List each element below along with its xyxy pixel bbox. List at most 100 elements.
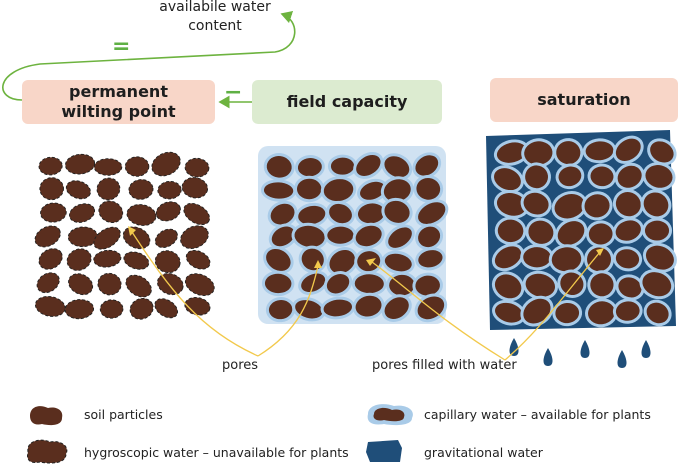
soil-particle (554, 194, 585, 219)
soil-particle (157, 180, 182, 200)
soil-particle (66, 248, 92, 271)
soil-particle (523, 298, 551, 324)
soil-particle (128, 179, 154, 200)
soil-particle (294, 225, 325, 248)
soil-particle (264, 273, 292, 294)
soil-particle (93, 226, 121, 250)
soil-particle (354, 274, 384, 294)
legend-capillary-water: capillary water – available for plants (424, 407, 651, 422)
soil-particle (558, 166, 582, 187)
legend-soil-particles: soil particles (84, 407, 163, 422)
soil-particle (157, 273, 184, 296)
pores-filled-pointer-line (504, 251, 601, 361)
field-capacity-box: field capacity (252, 80, 442, 124)
soil-particle (615, 138, 641, 161)
soil-particle (355, 295, 382, 317)
soil-particle (416, 178, 441, 200)
soil-particle (555, 302, 580, 324)
soil-particle (181, 177, 209, 199)
soil-particle (323, 299, 353, 317)
soil-particle (93, 249, 122, 268)
soil-particle (643, 192, 669, 217)
soil-particle (615, 249, 640, 269)
soil-particle (296, 178, 322, 200)
soil-particle (125, 274, 152, 298)
soil-particle (270, 203, 295, 225)
soil-particle (329, 250, 356, 274)
soil-particle (180, 225, 209, 249)
soil-particle (644, 220, 670, 241)
soil-particle (326, 274, 350, 294)
soil-particle (615, 301, 640, 321)
soil-particle (297, 158, 322, 177)
available-water-arrow (2, 10, 296, 101)
soil-particle (418, 250, 443, 268)
water-drop-icon (509, 338, 519, 356)
soil-particle (383, 179, 411, 202)
soil-particle (384, 297, 409, 319)
soil-particle (96, 177, 121, 201)
soil-particle (151, 151, 181, 177)
soil-particle (551, 247, 582, 272)
soil-particle (97, 272, 122, 296)
soil-particle (64, 299, 95, 320)
soil-particle (646, 302, 669, 324)
soil-particle (497, 219, 524, 243)
stage-label: saturation (537, 90, 631, 109)
soil-particle (355, 225, 382, 247)
soil-particle-icon (30, 406, 63, 426)
minus-sign: − (224, 80, 243, 105)
water-drop-icon (641, 340, 651, 358)
soil-particle (39, 177, 64, 201)
soil-particle (587, 247, 611, 272)
soil-particle (154, 228, 178, 248)
soil-particle (329, 203, 352, 224)
pores-pointer-line (131, 231, 259, 357)
soil-particle (388, 227, 412, 248)
soil-particle (418, 226, 441, 248)
soil-particle (124, 156, 150, 177)
soil-particle (184, 273, 215, 296)
soil-particle (65, 180, 91, 200)
soil-particle (123, 251, 150, 270)
soil-particle (356, 154, 381, 176)
stage-label: field capacity (286, 92, 408, 111)
soil-particle (34, 296, 66, 317)
soil-particle (615, 220, 641, 241)
soil-particle (323, 179, 354, 202)
soil-particle (38, 156, 63, 176)
soil-particle (126, 204, 157, 226)
soil-particle (415, 275, 440, 296)
equals-sign: = (112, 34, 131, 59)
soil-particle (496, 142, 527, 163)
soil-particle (617, 165, 642, 188)
soil-particle (154, 250, 181, 274)
soil-particle (295, 300, 323, 319)
soil-particle (266, 248, 291, 271)
soil-particle (36, 272, 60, 294)
soil-particle (268, 300, 293, 320)
permanent-wilting-point-box: permanent wilting point (22, 80, 215, 124)
soil-particle (384, 200, 410, 223)
soil-particle (384, 156, 410, 178)
soil-particle (93, 158, 123, 176)
pores-filled-pointer-line (371, 261, 506, 361)
soil-particle (67, 226, 99, 248)
legend-gravitational-water: gravitational water (424, 445, 543, 460)
soil-particle (496, 192, 527, 216)
soil-particle (650, 141, 674, 163)
soil-particle (524, 141, 553, 165)
soil-particle (588, 301, 615, 325)
soil-particle (263, 182, 294, 199)
soil-particle (129, 297, 154, 320)
soil-particle (615, 192, 641, 217)
soil-particle (557, 221, 585, 245)
soil-particle (523, 247, 551, 268)
soil-particle (494, 246, 522, 269)
soil-particle (185, 250, 211, 270)
soil-particle (38, 248, 63, 270)
soil-particle (588, 223, 613, 245)
soil-particle (618, 277, 642, 298)
soil-particle (34, 225, 61, 248)
